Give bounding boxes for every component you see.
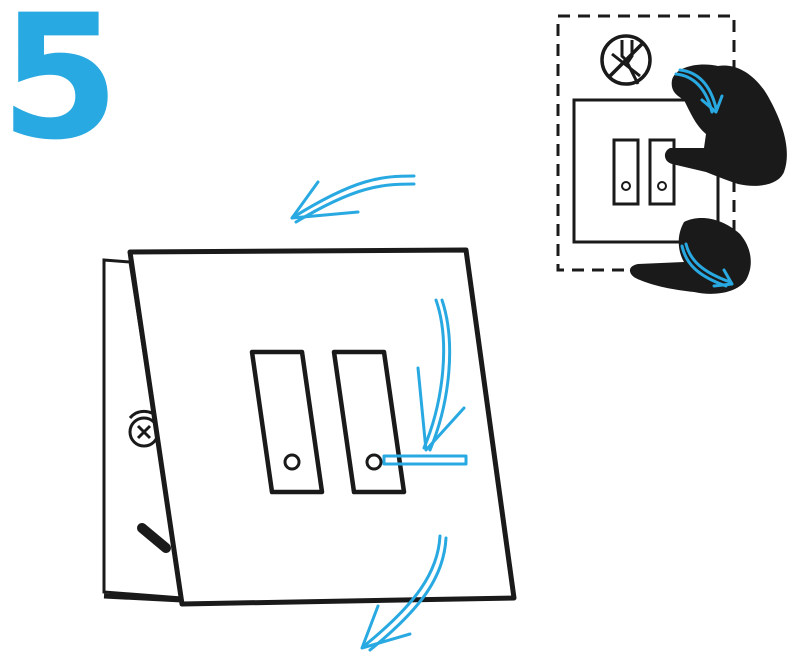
tilt-arrow-icon [290, 174, 416, 224]
switch-plate-icon [103, 247, 517, 607]
hand-icon [664, 64, 787, 186]
clip-tab [137, 523, 171, 553]
switch-plate-icon [572, 98, 720, 244]
release-arrow-icon [360, 534, 448, 652]
curved-arrow-icon [680, 242, 734, 288]
no-tools-icon [600, 34, 652, 86]
rocker-left [249, 349, 325, 495]
press-arrow-icon [382, 298, 468, 466]
curved-arrow-icon [674, 68, 724, 114]
step-number: 5 [0, 0, 120, 178]
inset-panel [556, 14, 787, 294]
